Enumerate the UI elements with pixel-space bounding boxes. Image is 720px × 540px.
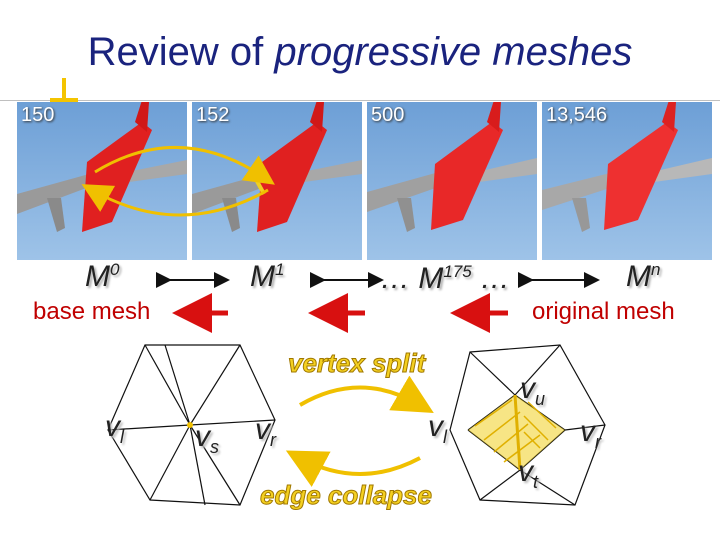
vertex-label-vs: vs: [195, 420, 219, 458]
collapse-arc-bottom: [92, 190, 268, 215]
original-mesh-label: original mesh: [532, 298, 675, 326]
split-arc-top: [95, 147, 265, 178]
mesh-label-mn: Mn: [626, 260, 660, 294]
vertex-label-vr-right: vr: [580, 415, 601, 453]
vertex-label-vu: vu: [520, 372, 545, 410]
vertex-dot: [187, 422, 193, 428]
collapse-arrow: [300, 458, 420, 474]
vertex-label-vt: vt: [518, 455, 538, 493]
split-arrow: [300, 388, 420, 406]
base-mesh-label: base mesh: [33, 298, 150, 326]
vertex-label-vr: vr: [255, 413, 276, 451]
mesh-label-m175: … M175 …: [380, 262, 510, 296]
vertex-split-label: vertex split: [288, 348, 425, 379]
vertex-label-vl-right: vl: [428, 410, 447, 448]
mesh-label-m0: M0: [85, 260, 119, 294]
vertex-label-vl: vl: [105, 410, 124, 448]
mesh-label-m1: M1: [250, 260, 284, 294]
edge-collapse-label: edge collapse: [260, 480, 432, 511]
